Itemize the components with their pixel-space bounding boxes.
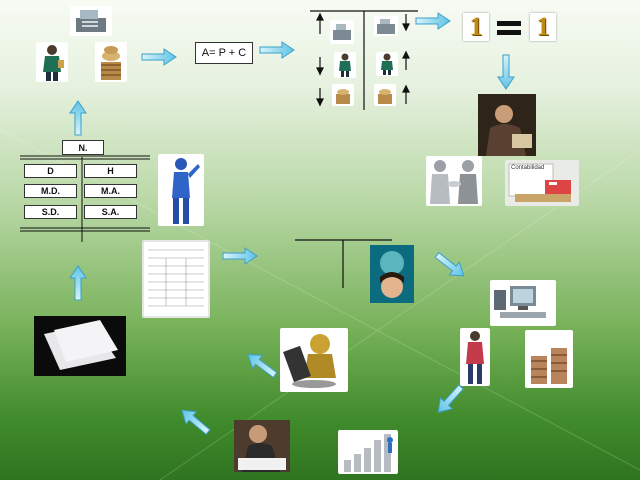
coin-stack-icon: [525, 330, 573, 388]
debit-movement: M.D.: [24, 184, 77, 198]
business-globe-image: [370, 245, 414, 303]
documents-label: Contabilidad: [511, 165, 544, 171]
person-icon: [460, 328, 490, 386]
person-icon: [376, 52, 398, 76]
ledger-t-account-top: [310, 11, 418, 110]
student-writing-image: [234, 420, 290, 472]
growth-chart-icon: [338, 430, 398, 474]
cash-register-image: [70, 6, 112, 36]
balance-left-badge: 1: [463, 13, 489, 41]
credit-header: H: [84, 164, 137, 178]
paper-stack-image: [34, 316, 126, 376]
coin-stack-icon: [95, 42, 127, 82]
handshake-icon: [426, 156, 482, 206]
person-icon: [158, 154, 204, 226]
balance-right-badge: 1: [530, 13, 556, 41]
headset-support-image: [280, 328, 348, 392]
debit-balance: S.D.: [24, 205, 77, 219]
credit-movement: M.A.: [84, 184, 137, 198]
computer-icon: [490, 280, 556, 326]
ledger-image-2: [374, 16, 398, 36]
debit-header: D: [24, 164, 77, 178]
coin-stack-icon: [332, 84, 354, 106]
credit-balance: S.A.: [84, 205, 137, 219]
coin-stack-icon: [374, 84, 396, 106]
ledger-image-1: [330, 20, 354, 44]
voucher-form-image: [142, 240, 210, 318]
person-icon: [334, 52, 356, 78]
account-name-header: N.: [62, 140, 104, 155]
accounting-equation: A= P + C: [195, 42, 253, 64]
person-icon: [36, 42, 68, 82]
equals-icon: [497, 20, 521, 36]
portrait-image: [478, 94, 536, 156]
